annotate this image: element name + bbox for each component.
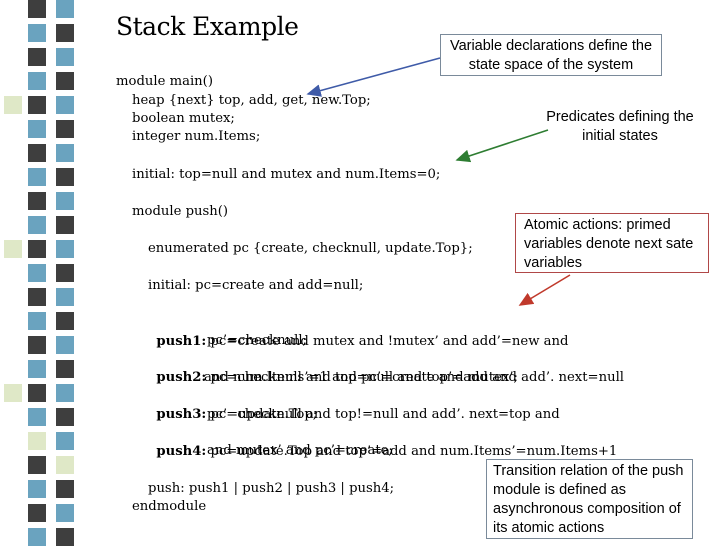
push1-guard: pc=create and mutex and !mutex’ and add’… <box>206 333 569 349</box>
strip-square <box>28 120 46 138</box>
strip-square <box>56 144 74 162</box>
note-variable-declarations: Variable declarations define the state s… <box>440 34 662 76</box>
note-transition-relation: Transition relation of the push module i… <box>486 459 693 539</box>
strip-square <box>28 288 46 306</box>
strip-square <box>28 48 46 66</box>
strip-square <box>56 264 74 282</box>
strip-square <box>56 96 74 114</box>
strip-square <box>56 384 74 402</box>
strip-square <box>28 336 46 354</box>
strip-square <box>28 360 46 378</box>
decorative-square-strip <box>0 0 90 546</box>
strip-square <box>28 168 46 186</box>
strip-square <box>28 240 46 258</box>
strip-square <box>56 240 74 258</box>
push1-label: push1: <box>156 333 207 349</box>
code-push1-line2: pc’=checknull; <box>207 333 307 348</box>
strip-square <box>28 408 46 426</box>
strip-square <box>28 384 46 402</box>
strip-square <box>28 24 46 42</box>
code-push4-line1: push4: pc=update.Top and top’=add and nu… <box>148 424 617 461</box>
strip-square <box>28 432 46 450</box>
code-initial-push: initial: pc=create and add=null; <box>148 278 364 293</box>
code-push3-line2: pc’=update.Top; <box>207 407 318 422</box>
code-push1-line1: push1: pc=create and mutex and !mutex’ a… <box>148 314 568 351</box>
arrow-to-initial-predicate <box>455 129 549 163</box>
strip-square <box>56 360 74 378</box>
push4-guard: pc=update.Top and top’=add and num.Items… <box>206 443 618 459</box>
code-integer-declaration: integer num.Items; <box>132 129 261 144</box>
push4-label: push4: <box>156 443 207 459</box>
arrow-to-primed-variables <box>518 274 571 306</box>
note-atomic-actions: Atomic actions: primed variables denote … <box>515 213 709 273</box>
strip-square <box>56 480 74 498</box>
strip-square <box>28 72 46 90</box>
strip-square <box>56 312 74 330</box>
strip-square <box>56 72 74 90</box>
push2-guard: pc=checknull and top=null and top’=add a… <box>206 369 625 385</box>
strip-square <box>28 264 46 282</box>
code-endmodule: endmodule <box>132 499 207 514</box>
strip-square <box>4 96 22 114</box>
slide-title: Stack Example <box>116 12 299 41</box>
strip-square <box>28 0 46 18</box>
code-module-push: module push() <box>132 204 229 219</box>
strip-square <box>28 456 46 474</box>
push2-label: push2: <box>156 369 207 385</box>
code-enumerated-declaration: enumerated pc {create, checknull, update… <box>148 241 473 256</box>
code-push-composition: push: push1 | push2 | push3 | push4; <box>148 481 395 496</box>
strip-square <box>56 504 74 522</box>
code-push2-line2: and num.Items’=1 and pc’=create and mute… <box>204 370 518 385</box>
strip-square <box>56 456 74 474</box>
code-push4-line2: and mutex’ and pc’=create; <box>207 443 393 458</box>
code-push2-line1: push2: pc=checknull and top=null and top… <box>148 350 624 387</box>
strip-square <box>28 480 46 498</box>
strip-square <box>56 0 74 18</box>
code-push3-line1: push3: pc=checknull and top!=null and ad… <box>148 387 560 424</box>
strip-square <box>56 192 74 210</box>
strip-square <box>56 408 74 426</box>
push3-guard: pc=checknull and top!=null and add’. nex… <box>206 406 560 422</box>
note-predicates: Predicates defining the initial states <box>546 109 694 144</box>
strip-square <box>56 288 74 306</box>
strip-square <box>56 120 74 138</box>
strip-square <box>4 384 22 402</box>
push3-label: push3: <box>156 406 207 422</box>
strip-square <box>56 48 74 66</box>
strip-square <box>4 240 22 258</box>
strip-square <box>56 24 74 42</box>
strip-square <box>56 216 74 234</box>
code-heap-declaration: heap {next} top, add, get, new.Top; <box>132 93 371 108</box>
strip-square <box>28 96 46 114</box>
arrow-to-declarations <box>306 57 441 97</box>
strip-square <box>28 144 46 162</box>
strip-square <box>28 504 46 522</box>
strip-square <box>28 216 46 234</box>
code-initial-main: initial: top=null and mutex and num.Item… <box>132 167 441 182</box>
strip-square <box>56 168 74 186</box>
strip-square <box>56 432 74 450</box>
strip-square <box>56 336 74 354</box>
strip-square <box>28 312 46 330</box>
code-boolean-declaration: boolean mutex; <box>132 111 235 126</box>
code-module-main: module main() <box>116 74 213 89</box>
strip-square <box>28 192 46 210</box>
